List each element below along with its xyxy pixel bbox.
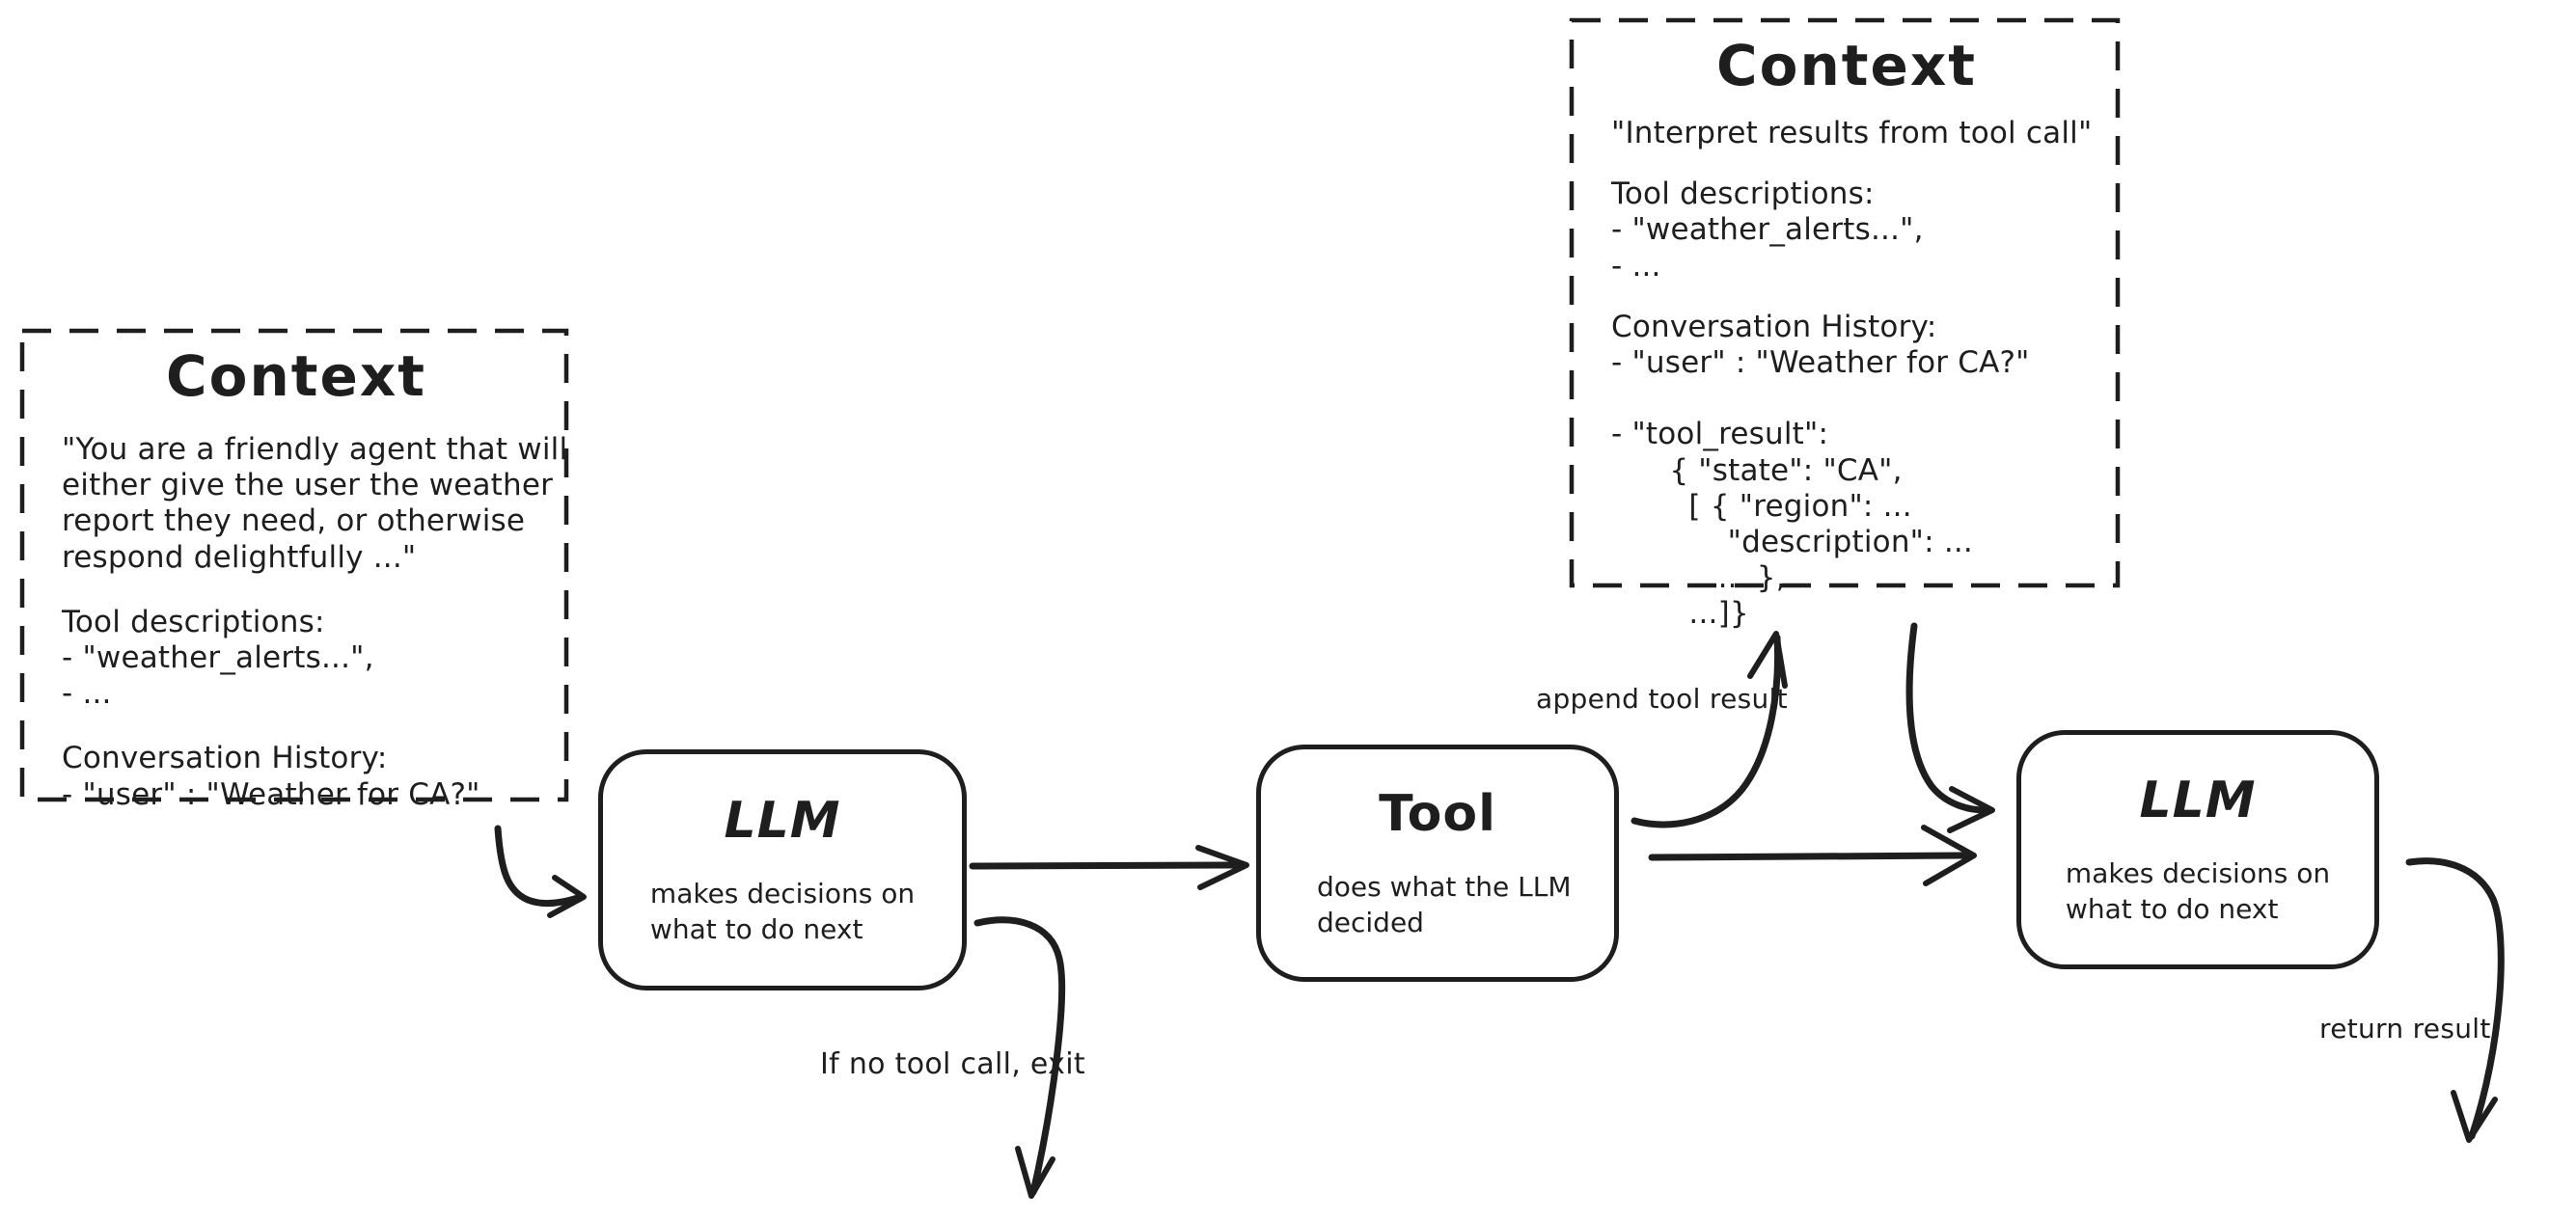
node-tool-title: Tool: [1379, 785, 1496, 844]
edge-label-append-tool-result: append tool result: [1536, 683, 1788, 715]
arrow-llm1-exit: [973, 916, 1066, 1199]
context-left-title: Context: [166, 343, 426, 409]
node-tool: Tool does what the LLM decided: [1256, 745, 1619, 982]
node-tool-subtitle: does what the LLM decided: [1317, 871, 1572, 938]
arrow-context-left-to-llm1: [494, 825, 587, 918]
node-llm-1-title: LLM: [724, 792, 841, 851]
node-llm-2: LLM makes decisions on what to do next: [2016, 730, 2379, 969]
node-llm-1-subtitle: makes decisions on what to do next: [649, 878, 916, 945]
arrow-tool-to-llm2: [1648, 825, 1977, 886]
context-box-top: Context "Interpret results from tool cal…: [1569, 17, 2121, 631]
node-llm-2-subtitle: makes decisions on what to do next: [2065, 857, 2331, 925]
context-left-tool-descriptions: Tool descriptions: - "weather_alerts..."…: [62, 604, 374, 712]
context-left-dashed-border: [19, 328, 569, 802]
edge-label-no-tool-call-exit: If no tool call, exit: [820, 1047, 1085, 1081]
context-top-title: Context: [1716, 33, 1977, 98]
context-box-left: Context "You are a friendly agent that w…: [19, 328, 569, 812]
context-top-tool-descriptions: Tool descriptions: - "weather_alerts..."…: [1611, 176, 1924, 284]
context-top-instruction: "Interpret results from tool call": [1611, 116, 2093, 150]
arrow-llm2-return: [2405, 857, 2505, 1143]
edge-label-return-result: return result: [2319, 1013, 2491, 1045]
context-top-conversation-history: Conversation History: - "user" : "Weathe…: [1611, 309, 2030, 632]
node-llm-1: LLM makes decisions on what to do next: [598, 749, 967, 990]
context-left-conversation-history: Conversation History: - "user" : "Weathe…: [62, 741, 480, 812]
arrow-context-top-to-llm2: [1905, 622, 1995, 833]
context-top-dashed-border: [1569, 17, 2121, 588]
node-llm-2-title: LLM: [2139, 772, 2257, 830]
arrow-tool-to-context-top: [1631, 631, 1788, 828]
arrow-llm1-to-tool: [969, 845, 1249, 890]
context-left-system-prompt: "You are a friendly agent that will eith…: [62, 432, 568, 575]
